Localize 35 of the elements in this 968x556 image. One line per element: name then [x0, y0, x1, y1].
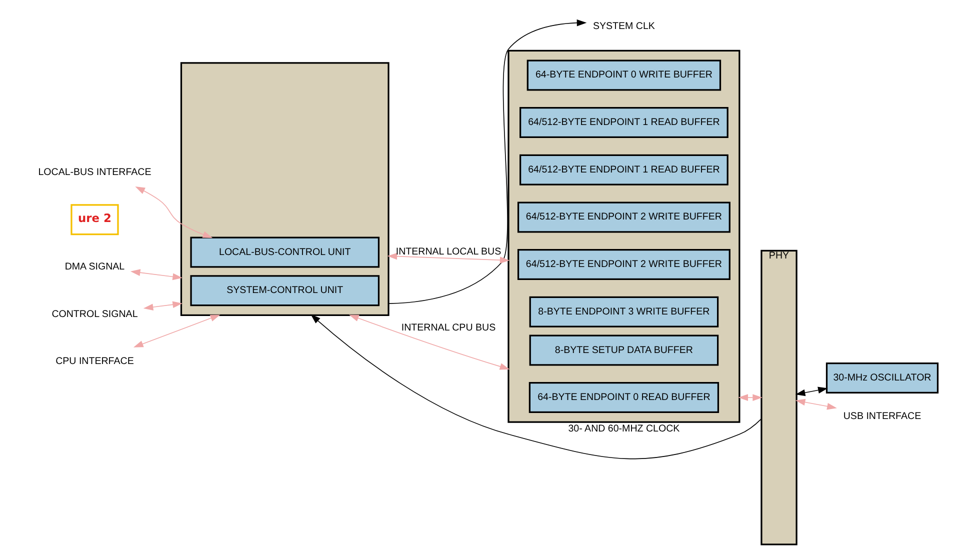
- node-text: SYSTEM CLK: [592, 20, 655, 32]
- node-text: DMA SIGNAL: [64, 262, 125, 273]
- arrow: [143, 301, 182, 310]
- node-box: 64/512-BYTE ENDPOINT 1 READ BUFFER: [520, 107, 728, 138]
- cluster: [180, 62, 390, 316]
- arrow: [133, 314, 220, 348]
- node-box: SYSTEM-CONTROL UNIT: [190, 275, 380, 306]
- node-box: 64/512-BYTE ENDPOINT 2 WRITE BUFFER: [517, 202, 730, 233]
- cluster: [508, 50, 740, 423]
- arrow: [310, 314, 762, 460]
- node-text: CPU INTERFACE: [56, 356, 134, 368]
- arrow: [135, 186, 213, 238]
- node-box: 8-BYTE ENDPOINT 3 WRITE BUFFER: [529, 296, 719, 328]
- edge-label: 30- AND 60-MHZ CLOCK: [568, 424, 680, 435]
- node-box: 64-BYTE ENDPOINT 0 WRITE BUFFER: [526, 60, 722, 91]
- node-box: 64/512-BYTE ENDPOINT 1 READ BUFFER: [520, 154, 728, 186]
- node-box: ure 2: [70, 204, 119, 236]
- node-box: LOCAL-BUS-CONTROL UNIT: [190, 236, 380, 268]
- arrow: [388, 19, 587, 304]
- edge-label: INTERNAL LOCAL BUS: [396, 246, 502, 258]
- node-box: 64-BYTE ENDPOINT 0 READ BUFFER: [528, 382, 720, 414]
- arrow: [738, 394, 762, 401]
- node-box: 8-BYTE SETUP DATA BUFFER: [529, 334, 719, 366]
- node-box: PHY: [760, 250, 798, 546]
- node-text: CONTROL SIGNAL: [52, 308, 138, 320]
- arrow: [795, 386, 828, 396]
- arrow: [387, 252, 510, 264]
- node-text: USB INTERFACE: [843, 410, 922, 422]
- arrow: [349, 314, 510, 370]
- node-box: 30-MHz OSCILLATOR: [826, 362, 939, 394]
- node-box: 64/512-BYTE ENDPOINT 2 WRITE BUFFER: [517, 249, 730, 280]
- node-text: LOCAL-BUS INTERFACE: [38, 166, 152, 178]
- arrow: [130, 269, 182, 280]
- arrow: [795, 398, 837, 410]
- edge-label: INTERNAL CPU BUS: [401, 322, 496, 334]
